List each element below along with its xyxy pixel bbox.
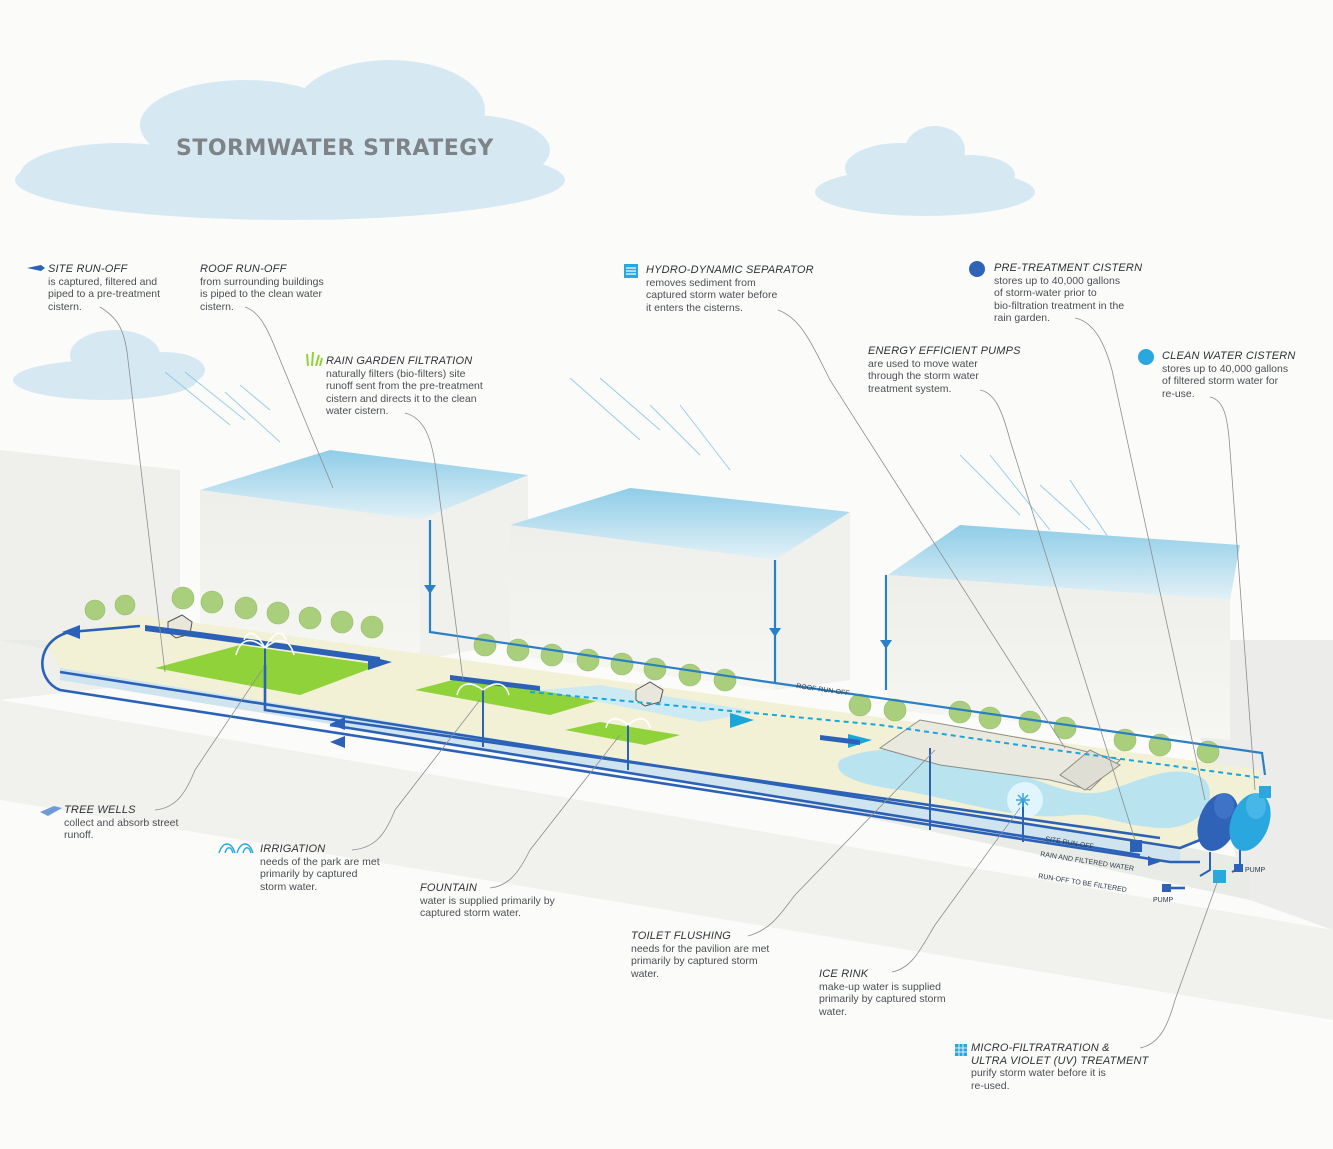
annotation-body: collect and absorb street runoff.: [64, 816, 179, 842]
building-middle: [510, 488, 850, 690]
annotation-clean-water-cistern: CLEAN WATER CISTERN stores up to 40,000 …: [1162, 350, 1296, 400]
hydro-separator-icon-diagram: [1130, 786, 1271, 852]
annotation-body: stores up to 40,000 gallons of filtered …: [1162, 362, 1289, 400]
trees: [84, 586, 1220, 764]
rain-garden-icon: [306, 351, 323, 366]
page-title: STORMWATER STRATEGY: [176, 136, 494, 161]
clean-water-dashed: [529, 691, 1263, 779]
annotation-heading: FOUNTAIN: [420, 882, 478, 894]
annotation-body: stores up to 40,000 gallons of storm-wat…: [994, 274, 1125, 325]
clean-water-cistern-icon: [1138, 349, 1154, 365]
building-right: [888, 525, 1240, 740]
annotation-heading: PRE-TREATMENT CISTERN: [994, 262, 1143, 274]
annotation-irrigation: IRRIGATION needs of the park are met pri…: [260, 843, 380, 893]
hydro-separator-icon: [624, 264, 638, 278]
pavilion: [878, 719, 1121, 791]
annotation-hydro-separator: HYDRO-DYNAMIC SEPARATOR removes sediment…: [646, 264, 814, 314]
annotation-heading: ENERGY EFFICIENT PUMPS: [868, 345, 1021, 357]
annotation-heading: IRRIGATION: [260, 843, 326, 855]
annotation-uv-treatment: MICRO-FILTRATRATION & ULTRA VIOLET (UV) …: [971, 1042, 1149, 1092]
irrigation-icon: [218, 843, 254, 854]
annotation-body: is captured, filtered and piped to a pre…: [48, 275, 161, 313]
annotation-fountain: FOUNTAIN water is supplied primarily by …: [420, 882, 555, 920]
annotation-heading: HYDRO-DYNAMIC SEPARATOR: [646, 264, 814, 276]
annotation-body: water is supplied primarily by captured …: [420, 894, 555, 920]
annotation-pre-treatment-cistern: PRE-TREATMENT CISTERN stores up to 40,00…: [994, 262, 1142, 325]
tree-wells-icon: [40, 806, 62, 816]
pipe-label-roof-runoff: ROOF RUN-OFF: [796, 683, 850, 697]
annotation-body: needs of the park are met primarily by c…: [260, 855, 380, 893]
uv-treatment-icon-diagram: [1213, 870, 1226, 883]
building-left: [200, 450, 528, 660]
annotation-body: purify storm water before it is re-used.: [971, 1067, 1106, 1092]
feeder-pipes: [264, 648, 1024, 842]
pipe-label-pump-2: PUMP: [1245, 867, 1266, 874]
ice-rink-snowflake: [1016, 793, 1030, 807]
clean-water-cistern: [1229, 793, 1271, 851]
cloud-left: [13, 330, 205, 400]
annotation-roof-runoff: ROOF RUN-OFF from surrounding buildings …: [200, 263, 324, 313]
pump-boxes: [1162, 864, 1243, 892]
pre-treatment-cistern-icon: [969, 261, 985, 277]
site-runoff-icon: [27, 265, 45, 271]
annotation-heading: SITE RUN-OFF: [48, 263, 128, 275]
annotation-body: needs for the pavilion are met primarily…: [631, 942, 770, 980]
annotation-heading: TREE WELLS: [64, 804, 136, 816]
rain-lines: [164, 371, 1121, 556]
pre-treatment-cistern: [1197, 793, 1239, 851]
leader-lines: [99, 306, 1256, 1049]
annotation-site-runoff: SITE RUN-OFF is captured, filtered and p…: [48, 263, 160, 313]
annotation-body: are used to move water through the storm…: [868, 357, 979, 395]
annotation-body: naturally filters (bio-filters) site run…: [326, 367, 483, 418]
annotation-heading: CLEAN WATER CISTERN: [1162, 350, 1296, 362]
annotation-heading: MICRO-FILTRATRATION & ULTRA VIOLET (UV) …: [971, 1042, 1149, 1067]
cloud-large: [15, 60, 565, 220]
annotation-pumps: ENERGY EFFICIENT PUMPS are used to move …: [868, 345, 1021, 395]
annotation-body: make-up water is supplied primarily by c…: [819, 980, 946, 1018]
annotation-heading: RAIN GARDEN FILTRATION: [326, 355, 473, 367]
pipe-label-pump-1: PUMP: [1153, 897, 1174, 904]
annotation-heading: ICE RINK: [819, 968, 869, 980]
annotation-body: removes sediment from captured storm wat…: [646, 276, 778, 314]
annotation-heading: TOILET FLUSHING: [631, 930, 731, 942]
annotation-toilet-flushing: TOILET FLUSHING needs for the pavilion a…: [631, 930, 769, 980]
roof-pipes: [428, 520, 1267, 776]
cloud-right: [815, 126, 1035, 216]
roof-pipe-arrows: [424, 585, 892, 649]
annotation-tree-wells: TREE WELLS collect and absorb street run…: [64, 804, 178, 842]
annotation-heading: ROOF RUN-OFF: [200, 263, 287, 275]
irrigation-sprays: [235, 632, 651, 729]
annotation-body: from surrounding buildings is piped to t…: [200, 275, 324, 313]
uv-treatment-icon: [955, 1044, 967, 1056]
annotation-rain-garden: RAIN GARDEN FILTRATION naturally filters…: [326, 355, 483, 418]
annotation-ice-rink: ICE RINK make-up water is supplied prima…: [819, 968, 946, 1018]
